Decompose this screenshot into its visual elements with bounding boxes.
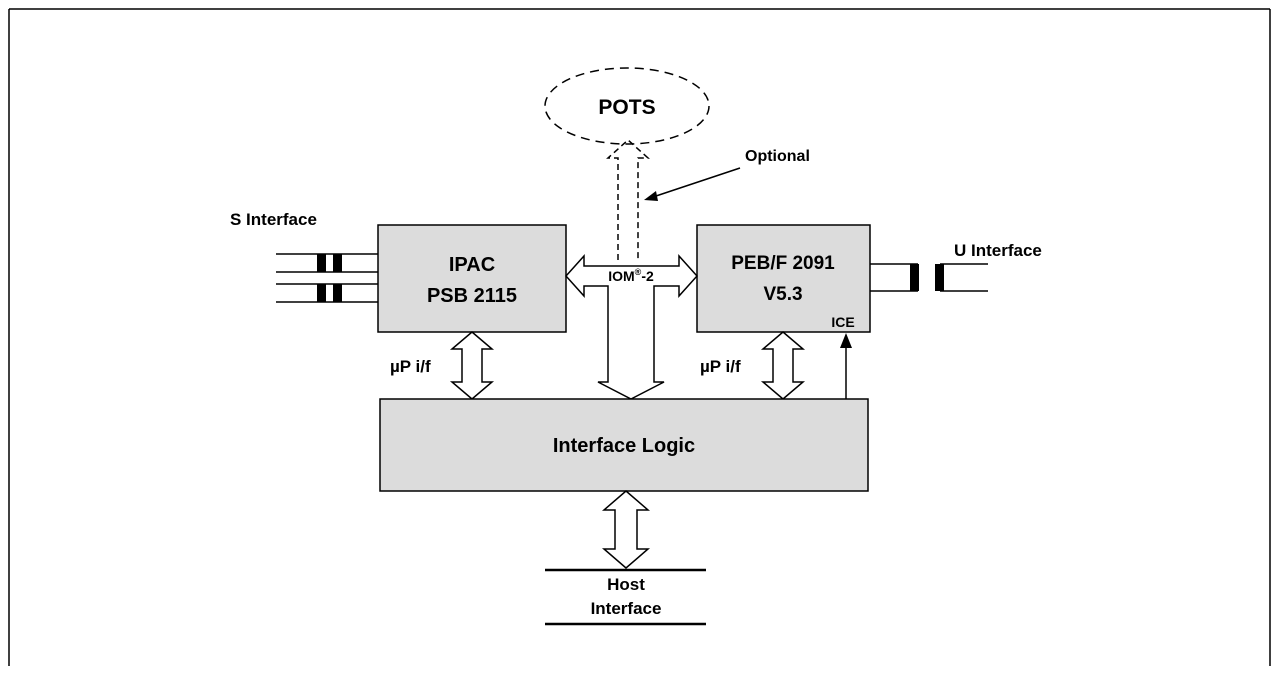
optional-pointer-arrowhead [644,191,658,201]
interface-logic-block [379,398,869,492]
pots-ellipse [544,67,710,145]
ice-label: ICE [831,314,854,330]
left-up-if-arrow [449,331,495,400]
s-interface-lines [276,253,378,303]
u-interface-label: U Interface [954,241,1042,260]
pots-label: POTS [598,96,655,119]
iom-label: IOM®-2 [608,267,654,284]
optional-label: Optional [745,148,810,165]
ice-arrowhead [840,333,852,348]
u-interface-lines [870,263,988,292]
right-up-if-label: µP i/f [700,357,741,376]
peb-part-number: PEB/F 2091 [731,253,835,274]
peb-block [696,224,871,333]
iom-bus-arrow [564,254,699,400]
optional-pointer-line [649,167,741,199]
ipac-block [377,224,567,333]
host-interface-label: Interface [591,599,662,618]
ipac-part-number: PSB 2115 [427,285,517,307]
s-interface-label: S Interface [230,210,317,229]
host-bus-arrow [601,490,651,569]
right-up-if-arrow [760,331,806,400]
figure-frame [8,8,1271,666]
interface-logic-label: Interface Logic [553,435,695,457]
u-interface-transformer [910,264,944,291]
ipac-name: IPAC [449,254,495,276]
peb-version: V5.3 [763,284,802,305]
left-up-if-label: µP i/f [390,357,431,376]
s-interface-transformers [317,254,342,302]
optional-dashed-arrow [606,138,650,260]
host-label: Host [607,575,645,594]
